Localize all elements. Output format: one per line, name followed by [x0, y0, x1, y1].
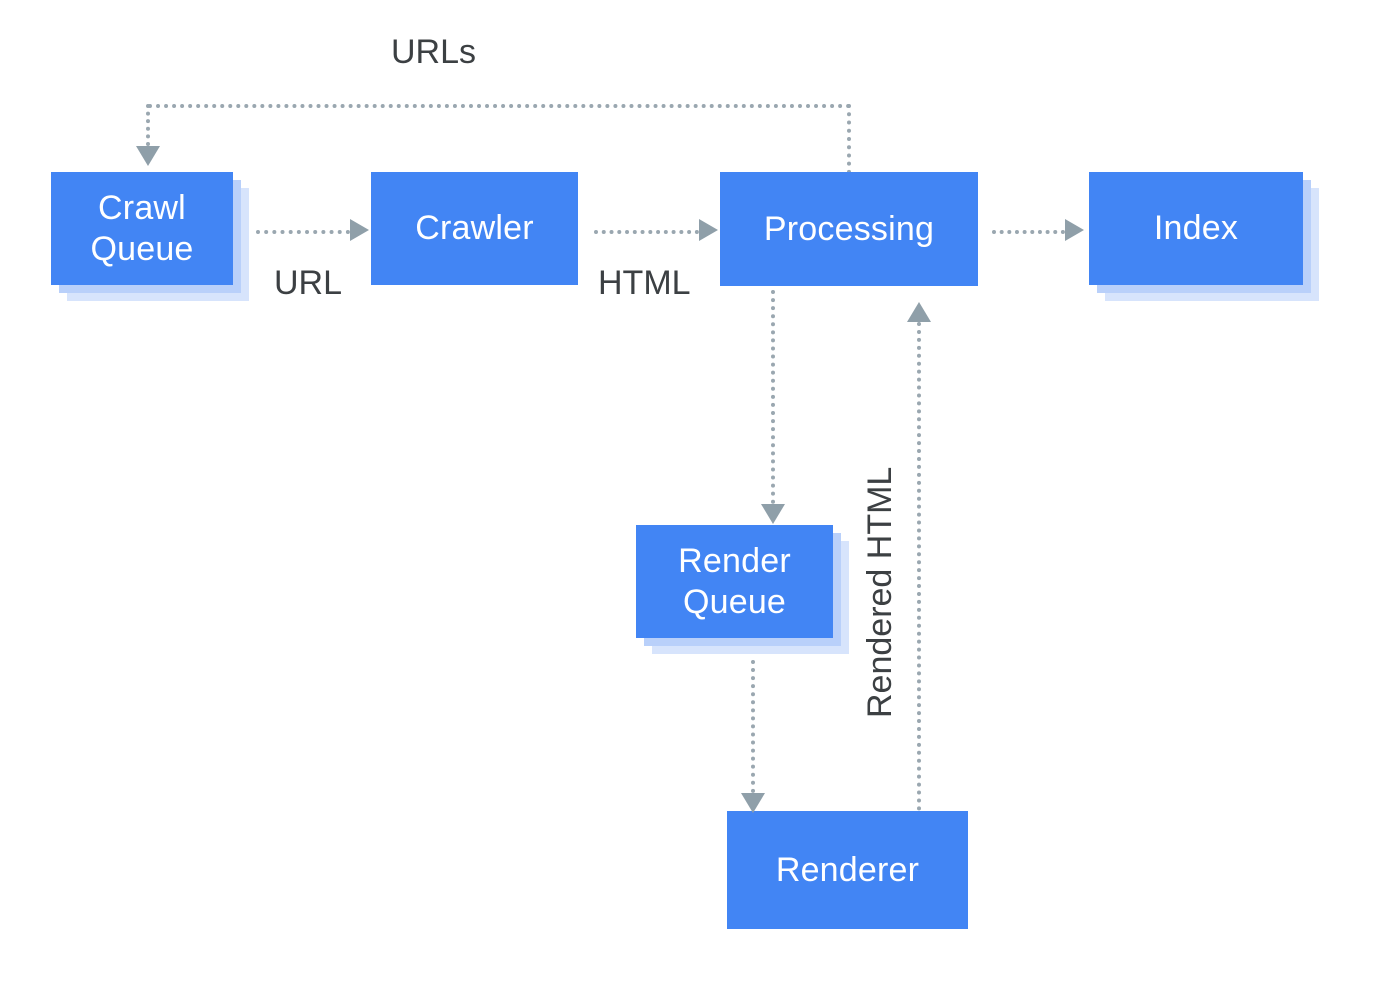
connector-processing-to-urls-riser [847, 104, 851, 174]
arrow-into-processing-from-renderer [907, 302, 931, 322]
connector-processing-to-render-queue [771, 290, 775, 504]
connector-urls-horizontal [148, 104, 851, 108]
node-render-queue[interactable]: Render Queue [636, 525, 833, 638]
node-crawler-label: Crawler [415, 209, 534, 248]
connector-renderer-to-processing [917, 322, 921, 811]
arrow-into-renderer [741, 793, 765, 813]
node-index-label: Index [1153, 209, 1239, 248]
arrow-into-render-queue [761, 504, 785, 524]
edge-label-rendered-html: Rendered HTML [861, 466, 899, 718]
node-renderer-label: Renderer [775, 850, 920, 889]
edge-label-urls: URLs [391, 33, 477, 71]
node-crawl-queue-label: Crawl Queue [90, 189, 194, 268]
node-crawler[interactable]: Crawler [371, 172, 578, 285]
connector-crawl-queue-to-crawler [256, 230, 350, 234]
arrow-into-index [1065, 219, 1084, 241]
arrow-into-crawler [350, 219, 369, 241]
arrow-into-processing [699, 219, 718, 241]
edge-label-url: URL [274, 264, 343, 302]
node-render-queue-label: Render Queue [678, 542, 791, 621]
connector-processing-to-index [992, 230, 1065, 234]
connector-render-queue-to-renderer [751, 660, 755, 793]
connector-urls-to-crawl-queue [146, 104, 150, 146]
node-index[interactable]: Index [1089, 172, 1303, 285]
arrow-into-crawl-queue [136, 146, 160, 166]
node-processing-label: Processing [763, 209, 935, 248]
node-renderer[interactable]: Renderer [727, 811, 968, 929]
edge-label-html: HTML [598, 264, 691, 302]
connector-crawler-to-processing [594, 230, 699, 234]
node-crawl-queue[interactable]: Crawl Queue [51, 172, 233, 285]
node-processing[interactable]: Processing [720, 172, 978, 286]
